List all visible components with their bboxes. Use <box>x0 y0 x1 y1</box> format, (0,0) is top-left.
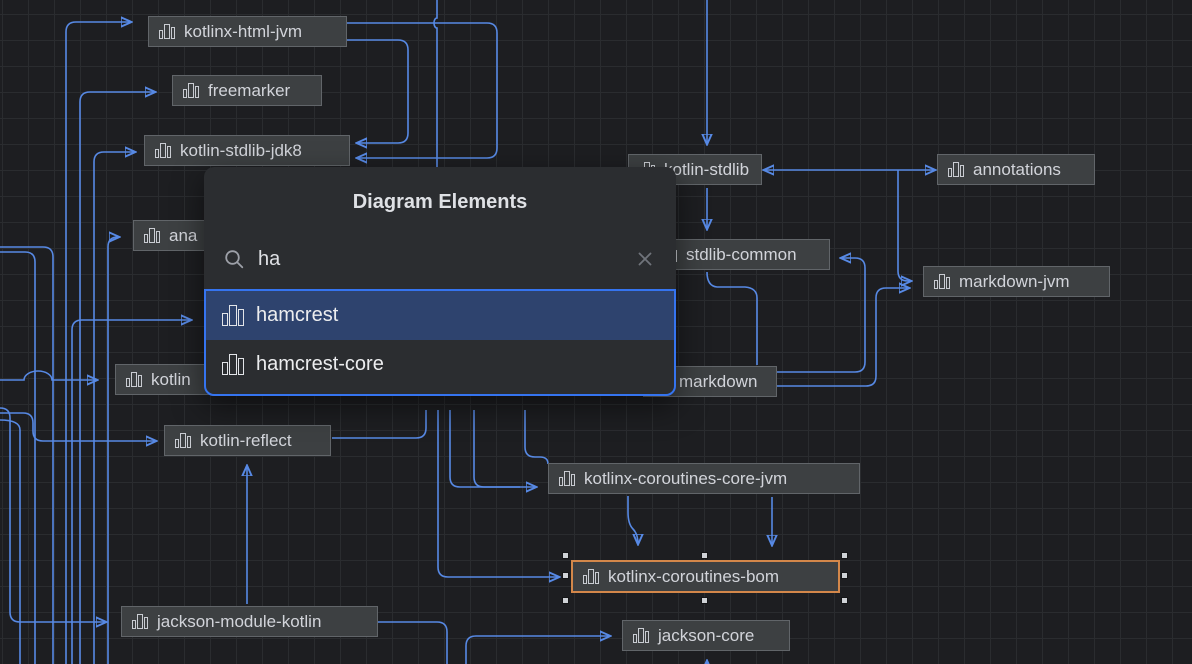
node-label: kotlin-stdlib <box>664 159 750 179</box>
node-label: ana <box>169 225 198 245</box>
popup-title: Diagram Elements <box>352 191 528 213</box>
library-icon <box>132 614 148 629</box>
library-icon <box>159 24 175 39</box>
node-jackson-module-kotlin[interactable]: jackson-module-kotlin <box>121 606 378 637</box>
selection-handle[interactable] <box>701 597 708 604</box>
library-icon <box>633 628 649 643</box>
node-annotations[interactable]: annotations <box>937 154 1095 185</box>
node-label: kotlin-stdlib-jdk8 <box>180 140 302 160</box>
result-label: hamcrest <box>256 304 339 326</box>
selection-handle[interactable] <box>562 572 569 579</box>
node-stdlib-common[interactable]: stdlib-common <box>650 239 830 270</box>
library-icon <box>934 274 950 289</box>
result-label: hamcrest-core <box>256 353 384 375</box>
node-label: freemarker <box>208 80 291 100</box>
node-kotlinx-html-jvm[interactable]: kotlinx-html-jvm <box>148 16 347 47</box>
library-icon <box>155 143 171 158</box>
library-icon <box>222 305 244 326</box>
node-kotlin-reflect[interactable]: kotlin-reflect <box>164 425 331 456</box>
selection-handle[interactable] <box>841 552 848 559</box>
node-label: kotlinx-coroutines-bom <box>608 566 780 586</box>
library-icon <box>948 162 964 177</box>
node-freemarker[interactable]: freemarker <box>172 75 322 106</box>
library-icon <box>583 569 599 584</box>
library-icon <box>222 354 244 375</box>
node-label: kotlinx-coroutines-core-jvm <box>584 468 788 488</box>
node-label: kotlin-reflect <box>200 430 292 450</box>
node-label: stdlib-common <box>686 244 797 264</box>
selection-handle[interactable] <box>562 552 569 559</box>
selection-handle[interactable] <box>841 597 848 604</box>
node-label: annotations <box>973 159 1061 179</box>
node-label: kotlinx-html-jvm <box>184 21 303 41</box>
node-kotlinx-coroutines-bom[interactable]: kotlinx-coroutines-bom <box>571 560 840 593</box>
selection-handle[interactable] <box>701 552 708 559</box>
selection-handle[interactable] <box>562 597 569 604</box>
node-label: jackson-module-kotlin <box>157 611 322 631</box>
close-icon[interactable] <box>634 248 656 270</box>
library-icon <box>175 433 191 448</box>
node-label: jackson-core <box>658 625 755 645</box>
library-icon <box>126 372 142 387</box>
search-row <box>224 239 656 279</box>
library-icon <box>559 471 575 486</box>
selection-handle[interactable] <box>841 572 848 579</box>
node-label: markdown-jvm <box>959 271 1070 291</box>
node-kotlin-stdlib-jdk8[interactable]: kotlin-stdlib-jdk8 <box>144 135 350 166</box>
library-icon <box>144 228 160 243</box>
search-results: hamcrest hamcrest-core <box>204 289 676 396</box>
library-icon <box>183 83 199 98</box>
search-icon <box>225 250 244 269</box>
node-jackson-core[interactable]: jackson-core <box>622 620 790 651</box>
search-input[interactable] <box>258 247 634 271</box>
node-markdown-jvm[interactable]: markdown-jvm <box>923 266 1110 297</box>
node-kotlinx-coroutines-core-jvm[interactable]: kotlinx-coroutines-core-jvm <box>548 463 860 494</box>
result-item-hamcrest-core[interactable]: hamcrest-core <box>206 340 674 389</box>
node-label: markdown <box>679 371 758 391</box>
result-item-hamcrest[interactable]: hamcrest <box>206 291 674 340</box>
diagram-elements-popup: Diagram Elements hamcrest hamcrest-core <box>204 167 676 396</box>
node-label: kotlin <box>151 369 191 389</box>
